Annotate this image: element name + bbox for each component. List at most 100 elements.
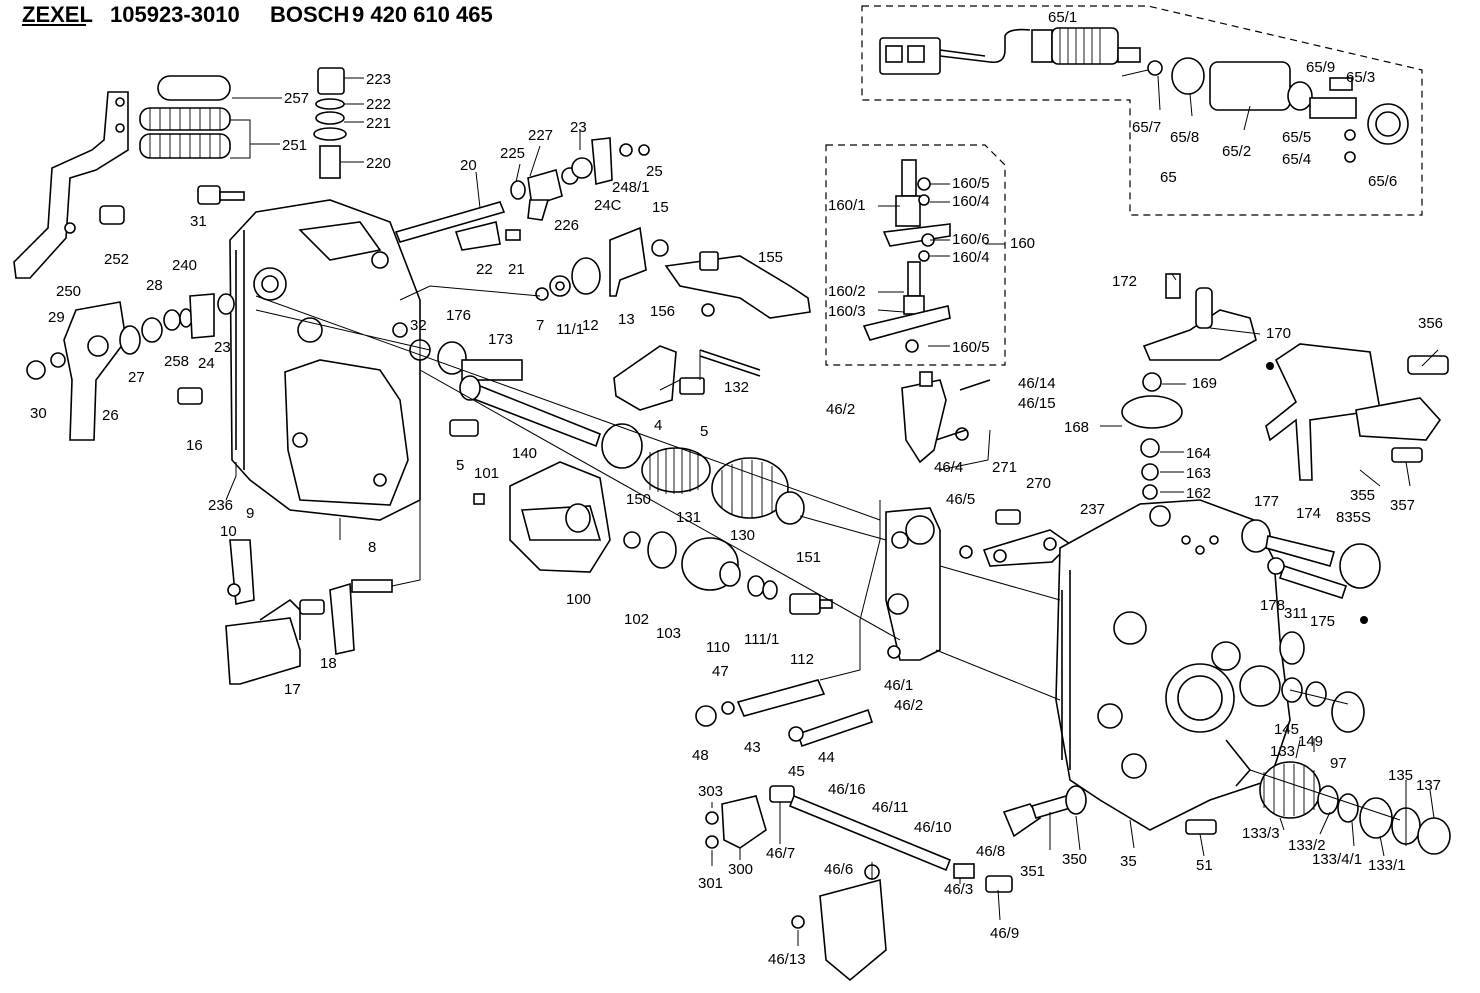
callout-252: 252 bbox=[104, 251, 129, 268]
lower-left-parts bbox=[225, 493, 485, 685]
callout-46-13: 46/13 bbox=[768, 951, 806, 968]
callout-172: 172 bbox=[1112, 273, 1137, 290]
callout-151: 151 bbox=[796, 549, 821, 566]
callout-17: 17 bbox=[284, 681, 301, 698]
callout-110: 110 bbox=[706, 639, 730, 656]
callout-102: 102 bbox=[624, 611, 649, 628]
callout-271: 271 bbox=[992, 459, 1017, 476]
callout-103: 103 bbox=[656, 625, 681, 642]
callout-133-2: 133/2 bbox=[1288, 837, 1326, 854]
callout-300: 300 bbox=[728, 861, 753, 878]
lever-46-assembly bbox=[695, 507, 973, 748]
center-upper-parts bbox=[535, 226, 811, 411]
callout-174: 174 bbox=[1296, 505, 1321, 522]
callout-65-5: 65/5 bbox=[1282, 129, 1311, 146]
callout-65: 65 bbox=[1160, 169, 1177, 186]
callout-23-top: 23 bbox=[570, 119, 587, 136]
callout-30: 30 bbox=[30, 405, 47, 422]
callout-222: 222 bbox=[366, 96, 391, 113]
callout-160-3: 160/3 bbox=[828, 303, 866, 320]
callout-18: 18 bbox=[320, 655, 337, 672]
callout-26: 26 bbox=[102, 407, 119, 424]
callout-162: 162 bbox=[1186, 485, 1211, 502]
callout-22: 22 bbox=[476, 261, 493, 278]
callout-170: 170 bbox=[1266, 325, 1291, 342]
callout-101: 101 bbox=[474, 465, 499, 482]
callout-177: 177 bbox=[1254, 493, 1279, 510]
group-65-parts bbox=[879, 27, 1409, 163]
callout-155: 155 bbox=[758, 249, 783, 266]
callout-46-3: 46/3 bbox=[944, 881, 973, 898]
callout-112: 112 bbox=[790, 651, 814, 668]
callout-27: 27 bbox=[128, 369, 145, 386]
callout-227: 227 bbox=[528, 127, 553, 144]
callout-4: 4 bbox=[654, 417, 662, 434]
callout-9: 9 bbox=[246, 505, 254, 522]
callout-131: 131 bbox=[676, 509, 701, 526]
callout-47: 47 bbox=[712, 663, 729, 680]
callout-8: 8 bbox=[368, 539, 376, 556]
callout-132: 132 bbox=[724, 379, 749, 396]
callout-35: 35 bbox=[1120, 853, 1137, 870]
callout-160-1: 160/1 bbox=[828, 197, 866, 214]
callout-5-right: 5 bbox=[700, 423, 708, 440]
callout-25: 25 bbox=[646, 163, 663, 180]
callout-46-14: 46/14 bbox=[1018, 375, 1056, 392]
callout-46-11: 46/11 bbox=[872, 799, 908, 816]
callout-11-1: 11/1 bbox=[556, 321, 584, 338]
callout-169: 169 bbox=[1192, 375, 1217, 392]
callout-24: 24 bbox=[198, 355, 215, 372]
lever-46-2-assembly bbox=[901, 371, 991, 464]
header-maker-number: 9 420 610 465 bbox=[352, 2, 493, 27]
diagram-header: ZEXEL 105923-3010 BOSCH 9 420 610 465 bbox=[22, 2, 493, 27]
callout-240: 240 bbox=[172, 257, 197, 274]
callout-248-1: 248/1 bbox=[612, 179, 650, 196]
callout-223: 223 bbox=[366, 71, 391, 88]
callout-150: 150 bbox=[626, 491, 651, 508]
plate-270 bbox=[982, 509, 1072, 567]
callout-220: 220 bbox=[366, 155, 391, 172]
callout-23-left: 23 bbox=[214, 339, 231, 356]
callout-65-2: 65/2 bbox=[1222, 143, 1251, 160]
shaft-upper-parts bbox=[394, 137, 650, 251]
callout-163: 163 bbox=[1186, 465, 1211, 482]
callout-28: 28 bbox=[146, 277, 163, 294]
callout-46-16: 46/16 bbox=[828, 781, 866, 798]
callout-111-1: 111/1 bbox=[744, 631, 779, 648]
callout-355: 355 bbox=[1350, 487, 1375, 504]
callout-65-9: 65/9 bbox=[1306, 59, 1335, 76]
callout-149: 149 bbox=[1298, 733, 1323, 750]
callout-237: 237 bbox=[1080, 501, 1105, 518]
callout-65-7: 65/7 bbox=[1132, 119, 1161, 136]
callout-13: 13 bbox=[618, 311, 635, 328]
callout-46-6: 46/6 bbox=[824, 861, 853, 878]
callout-160-4-top: 160/4 bbox=[952, 193, 990, 210]
callout-12: 12 bbox=[582, 317, 599, 334]
callout-160-2: 160/2 bbox=[828, 283, 866, 300]
header-part-number: 105923-3010 bbox=[110, 2, 240, 27]
callout-65-6: 65/6 bbox=[1368, 173, 1397, 190]
callout-46-15: 46/15 bbox=[1018, 395, 1056, 412]
callout-29: 29 bbox=[48, 309, 65, 326]
callout-65-3: 65/3 bbox=[1346, 69, 1375, 86]
callout-45: 45 bbox=[788, 763, 805, 780]
callout-65-4: 65/4 bbox=[1282, 151, 1311, 168]
callout-44: 44 bbox=[818, 749, 835, 766]
callout-65-1: 65/1 bbox=[1048, 9, 1077, 26]
callout-303: 303 bbox=[698, 783, 723, 800]
callout-175: 175 bbox=[1310, 613, 1335, 630]
callout-5-left: 5 bbox=[456, 457, 464, 474]
callout-226: 226 bbox=[554, 217, 579, 234]
callout-178: 178 bbox=[1260, 597, 1285, 614]
callout-250: 250 bbox=[56, 283, 81, 300]
callout-835s: 835S bbox=[1336, 509, 1371, 526]
callout-7: 7 bbox=[536, 317, 544, 334]
callout-51: 51 bbox=[1196, 857, 1213, 874]
callout-46-10: 46/10 bbox=[914, 819, 952, 836]
callout-97: 97 bbox=[1330, 755, 1347, 772]
callout-133-1: 133/1 bbox=[1368, 857, 1406, 874]
callout-351: 351 bbox=[1020, 863, 1045, 880]
callout-135: 135 bbox=[1388, 767, 1413, 784]
callout-46-7: 46/7 bbox=[766, 845, 795, 862]
right-upper-parts bbox=[1121, 273, 1449, 624]
